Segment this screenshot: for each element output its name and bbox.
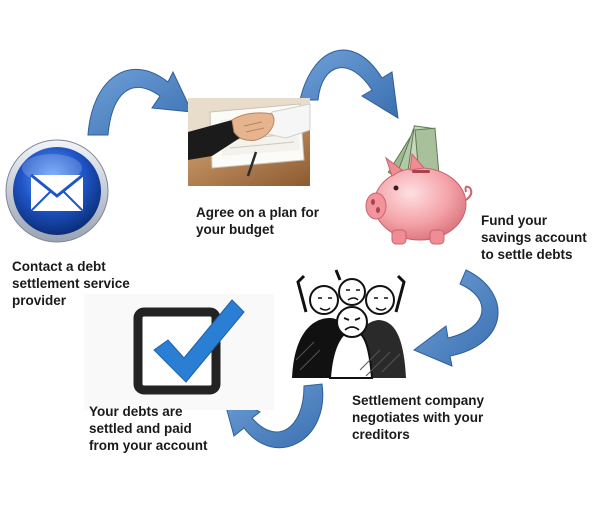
step5-line1: Your debts are [89, 404, 183, 419]
piggy-bank-icon [365, 125, 473, 245]
step4-line1: Settlement company [352, 393, 485, 408]
step5-line2: settled and paid [89, 421, 192, 436]
arrow-step3-to-step4 [413, 269, 499, 367]
step5-line3: from your account [89, 438, 208, 453]
arrow-step2-to-step3 [299, 49, 399, 119]
crowd-icon [286, 269, 410, 380]
arrow-step4-to-step5 [221, 383, 324, 449]
step1-line3: provider [12, 293, 67, 308]
step3-line3: to settle debts [481, 247, 573, 262]
step1-line2: settlement service [12, 276, 130, 291]
step2-line1: Agree on a plan for [196, 205, 320, 220]
handshake-icon [188, 98, 311, 186]
step4-line3: creditors [352, 427, 410, 442]
step3-line2: savings account [481, 230, 587, 245]
envelope-icon [5, 139, 109, 243]
checkmark-icon [84, 294, 274, 410]
arrow-step1-to-step2 [87, 68, 193, 136]
step2-label: Agree on a plan for your budget [196, 204, 319, 238]
step1-line1: Contact a debt [12, 259, 106, 274]
step2-line2: your budget [196, 222, 274, 237]
step5-label: Your debts are settled and paid from you… [89, 403, 208, 454]
step3-label: Fund your savings account to settle debt… [481, 212, 587, 263]
step4-label: Settlement company negotiates with your … [352, 392, 484, 443]
step3-line1: Fund your [481, 213, 547, 228]
step4-line2: negotiates with your [352, 410, 484, 425]
step1-label: Contact a debt settlement service provid… [12, 258, 130, 309]
